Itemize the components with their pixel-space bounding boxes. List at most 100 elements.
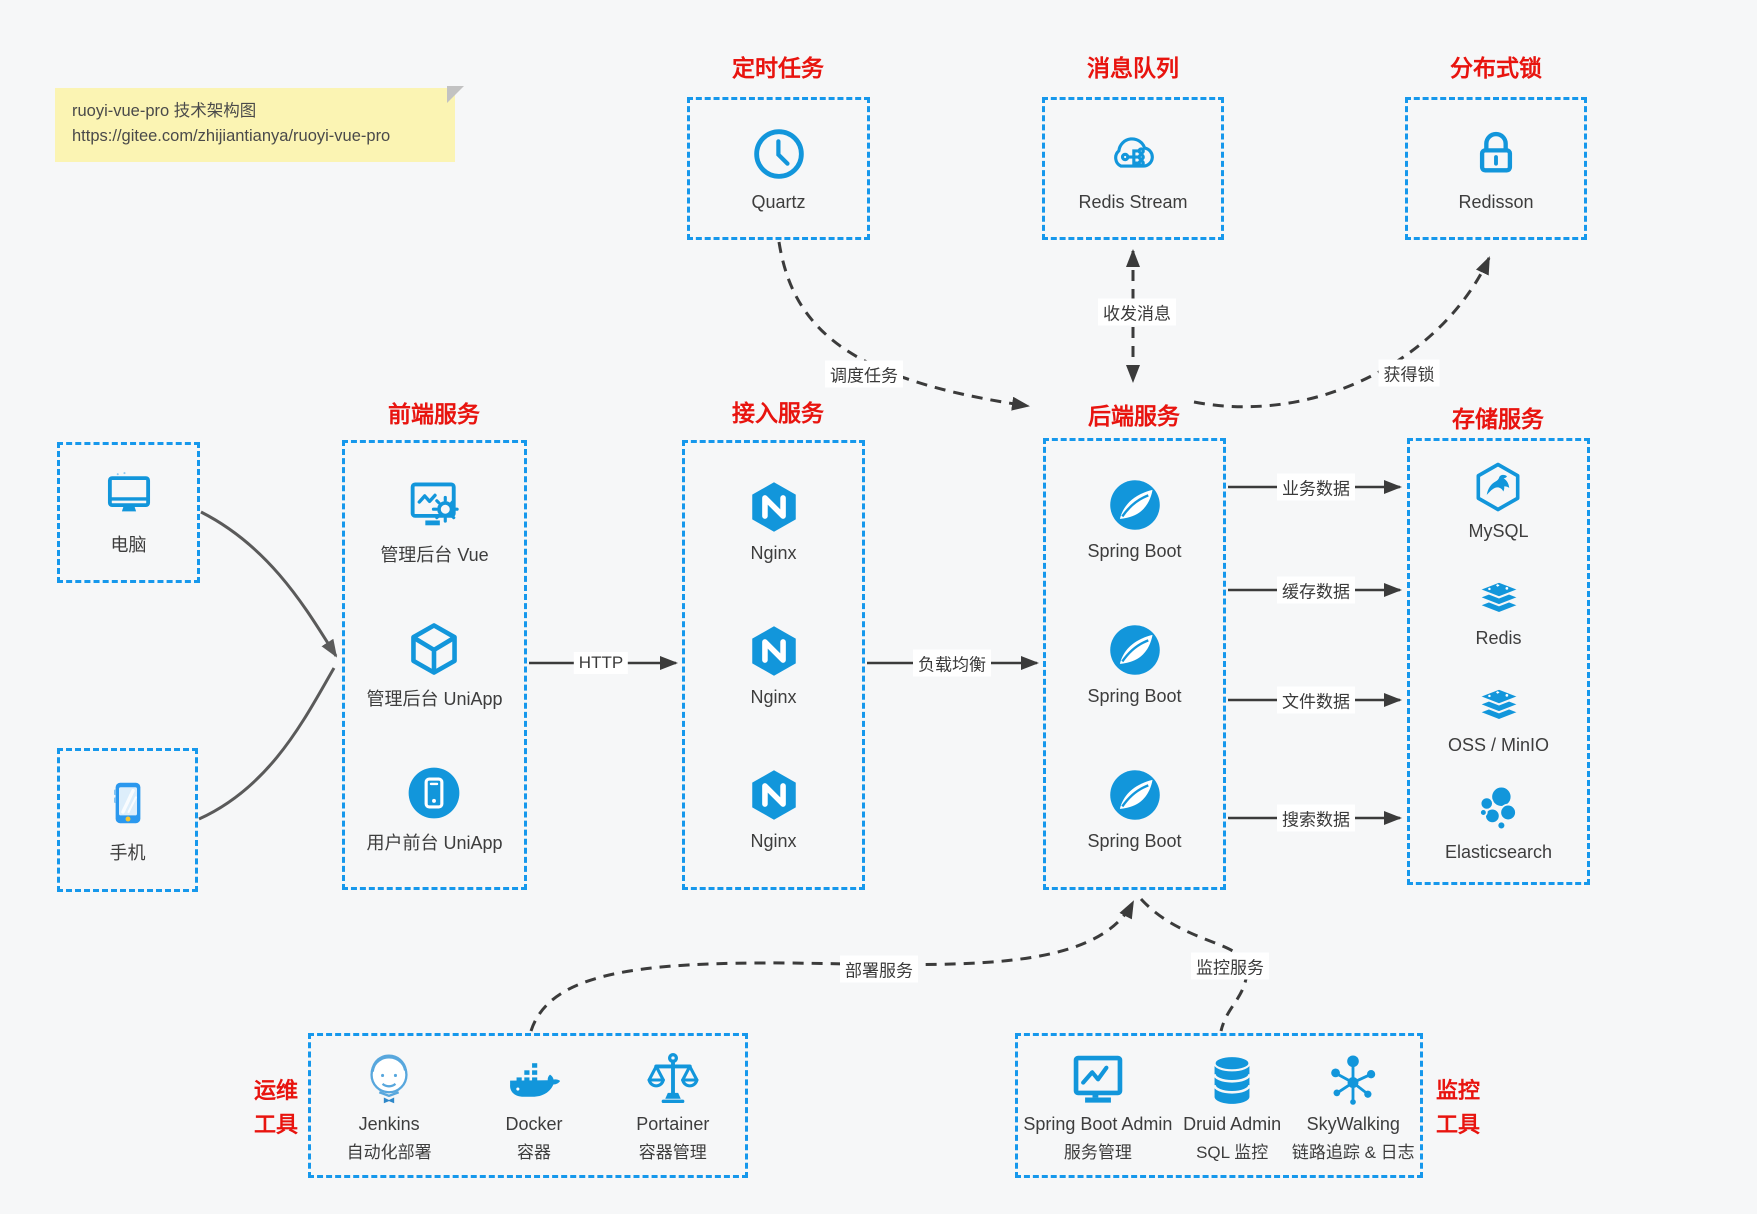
redisson-label: Redisson	[1458, 191, 1534, 212]
title-backend-service: 后端服务	[1088, 403, 1180, 429]
nginx-label: Nginx	[750, 687, 797, 707]
edge-acquire-lock	[1193, 256, 1491, 409]
box-backend-service: Spring Boot Spring Boot Spring Boot	[1043, 438, 1226, 890]
user-front-phone-icon	[409, 767, 460, 818]
title-frontend-service: 前端服务	[388, 401, 480, 427]
user-uniapp-label: 用户前台 UniApp	[366, 832, 503, 853]
springboot-label: Spring Boot	[1087, 685, 1182, 706]
edge-monitor-service	[1139, 897, 1249, 1032]
edge-label-lock: 获得锁	[1378, 359, 1440, 387]
skywalking-desc: 链路追踪 & 日志	[1291, 1142, 1415, 1162]
admin-uniapp-label: 管理后台 UniApp	[366, 688, 503, 709]
monitor-side-label: 监控 工具	[1435, 1078, 1480, 1137]
quartz-label: Quartz	[751, 191, 806, 212]
spring-boot-icon	[1109, 480, 1160, 531]
edge-label-schedule: 调度任务	[825, 360, 903, 388]
desktop-icon	[107, 472, 150, 512]
node-springboot-3: Spring Boot	[1087, 766, 1182, 852]
node-portainer: Portainer 容器管理	[636, 1049, 709, 1163]
box-storage-service: MySQL Redis OSS / MinIO	[1407, 438, 1590, 885]
node-user-uniapp: 用户前台 UniApp	[366, 764, 503, 855]
sticky-note: ruoyi-vue-pro 技术架构图 https://gitee.com/zh…	[55, 86, 464, 162]
oss-minio-label: OSS / MinIO	[1447, 735, 1550, 756]
edge-schedule-task	[777, 241, 1030, 411]
note-fold-corner	[447, 86, 464, 103]
edge-label-business-data: 业务数据	[1277, 473, 1355, 501]
jenkins-name: Jenkins	[358, 1113, 420, 1134]
title-timer-task: 定时任务	[732, 55, 824, 81]
box-redisson: Redisson	[1405, 97, 1587, 240]
title-storage-service: 存储服务	[1452, 406, 1544, 432]
spring-boot-admin-icon	[1073, 1055, 1123, 1103]
padlock-icon	[1479, 131, 1513, 172]
redis-stack-icon	[1475, 580, 1522, 615]
edge-label-file-data: 文件数据	[1277, 686, 1355, 714]
docker-desc: 容器	[516, 1142, 551, 1162]
node-docker: Docker 容器	[503, 1049, 565, 1163]
jenkins-icon	[370, 1054, 408, 1103]
box-access-service: Nginx Nginx Nginx	[682, 440, 865, 890]
node-admin-vue: 管理后台 Vue	[380, 476, 489, 567]
node-admin-uniapp: 管理后台 UniApp	[366, 620, 503, 711]
oss-stack-icon	[1475, 687, 1522, 722]
edge-label-message: 收发消息	[1098, 298, 1176, 326]
phone-label: 手机	[109, 842, 146, 863]
clock-icon	[753, 128, 804, 179]
edge-label-cache-data: 缓存数据	[1277, 576, 1355, 604]
edge-label-deploy: 部署服务	[840, 955, 918, 983]
title-message-queue: 消息队列	[1087, 55, 1179, 81]
box-monitor-tools: Spring Boot Admin 服务管理 Druid Admin SQL 监…	[1015, 1033, 1423, 1178]
elasticsearch-label: Elasticsearch	[1444, 842, 1553, 863]
spring-boot-admin-desc: 服务管理	[1063, 1142, 1132, 1162]
node-mysql: MySQL	[1468, 460, 1529, 542]
node-springboot-2: Spring Boot	[1087, 621, 1182, 707]
node-redis: Redis	[1472, 567, 1526, 649]
box-phone-client: 手机	[57, 748, 198, 892]
node-oss-minio: OSS / MinIO	[1448, 674, 1549, 756]
box-quartz: Quartz	[687, 97, 870, 240]
druid-admin-name: Druid Admin	[1183, 1113, 1282, 1134]
node-skywalking: SkyWalking 链路追踪 & 日志	[1292, 1049, 1415, 1163]
skywalking-trace-icon	[1331, 1054, 1376, 1105]
druid-admin-desc: SQL 监控	[1196, 1142, 1269, 1162]
uniapp-cube-icon	[411, 622, 458, 675]
redis-stream-label: Redis Stream	[1078, 191, 1188, 212]
nginx-icon	[751, 770, 796, 820]
node-druid-admin: Druid Admin SQL 监控	[1183, 1049, 1281, 1163]
portainer-desc: 容器管理	[638, 1142, 707, 1162]
smartphone-icon	[113, 782, 140, 823]
edge-phone-frontend	[198, 667, 336, 821]
edge-deploy-service	[529, 900, 1135, 1032]
spring-boot-icon	[1109, 769, 1160, 820]
docker-whale-icon	[510, 1061, 561, 1097]
note-url: https://gitee.com/zhijiantianya/ruoyi-vu…	[72, 126, 391, 145]
ops-side-label: 运维 工具	[253, 1078, 298, 1137]
cloud-stream-icon	[1114, 136, 1154, 168]
edge-label-http: HTTP	[573, 652, 629, 674]
nginx-label: Nginx	[750, 543, 797, 563]
edge-label-search-data: 搜索数据	[1277, 804, 1355, 832]
node-spring-boot-admin: Spring Boot Admin 服务管理	[1023, 1049, 1172, 1163]
druid-database-icon	[1213, 1054, 1251, 1104]
docker-name: Docker	[505, 1113, 563, 1134]
computer-label: 电脑	[110, 535, 147, 555]
redis-label: Redis	[1475, 627, 1522, 648]
springboot-label: Spring Boot	[1087, 830, 1182, 851]
title-access-service: 接入服务	[732, 400, 824, 426]
admin-vue-label: 管理后台 Vue	[380, 544, 489, 565]
spring-boot-admin-name: Spring Boot Admin	[1023, 1113, 1173, 1134]
edge-computer-frontend	[200, 510, 338, 658]
node-springboot-1: Spring Boot	[1087, 476, 1182, 562]
mysql-label: MySQL	[1468, 520, 1529, 541]
elasticsearch-icon	[1479, 786, 1518, 831]
mysql-icon	[1476, 462, 1520, 511]
portainer-scales-icon	[647, 1052, 699, 1103]
nginx-label: Nginx	[750, 831, 797, 851]
node-nginx-1: Nginx	[745, 478, 803, 564]
node-elasticsearch: Elasticsearch	[1445, 781, 1552, 863]
node-jenkins: Jenkins 自动化部署	[347, 1049, 432, 1163]
portainer-name: Portainer	[636, 1113, 710, 1134]
springboot-label: Spring Boot	[1087, 541, 1182, 562]
edge-label-monitor: 监控服务	[1191, 952, 1269, 980]
